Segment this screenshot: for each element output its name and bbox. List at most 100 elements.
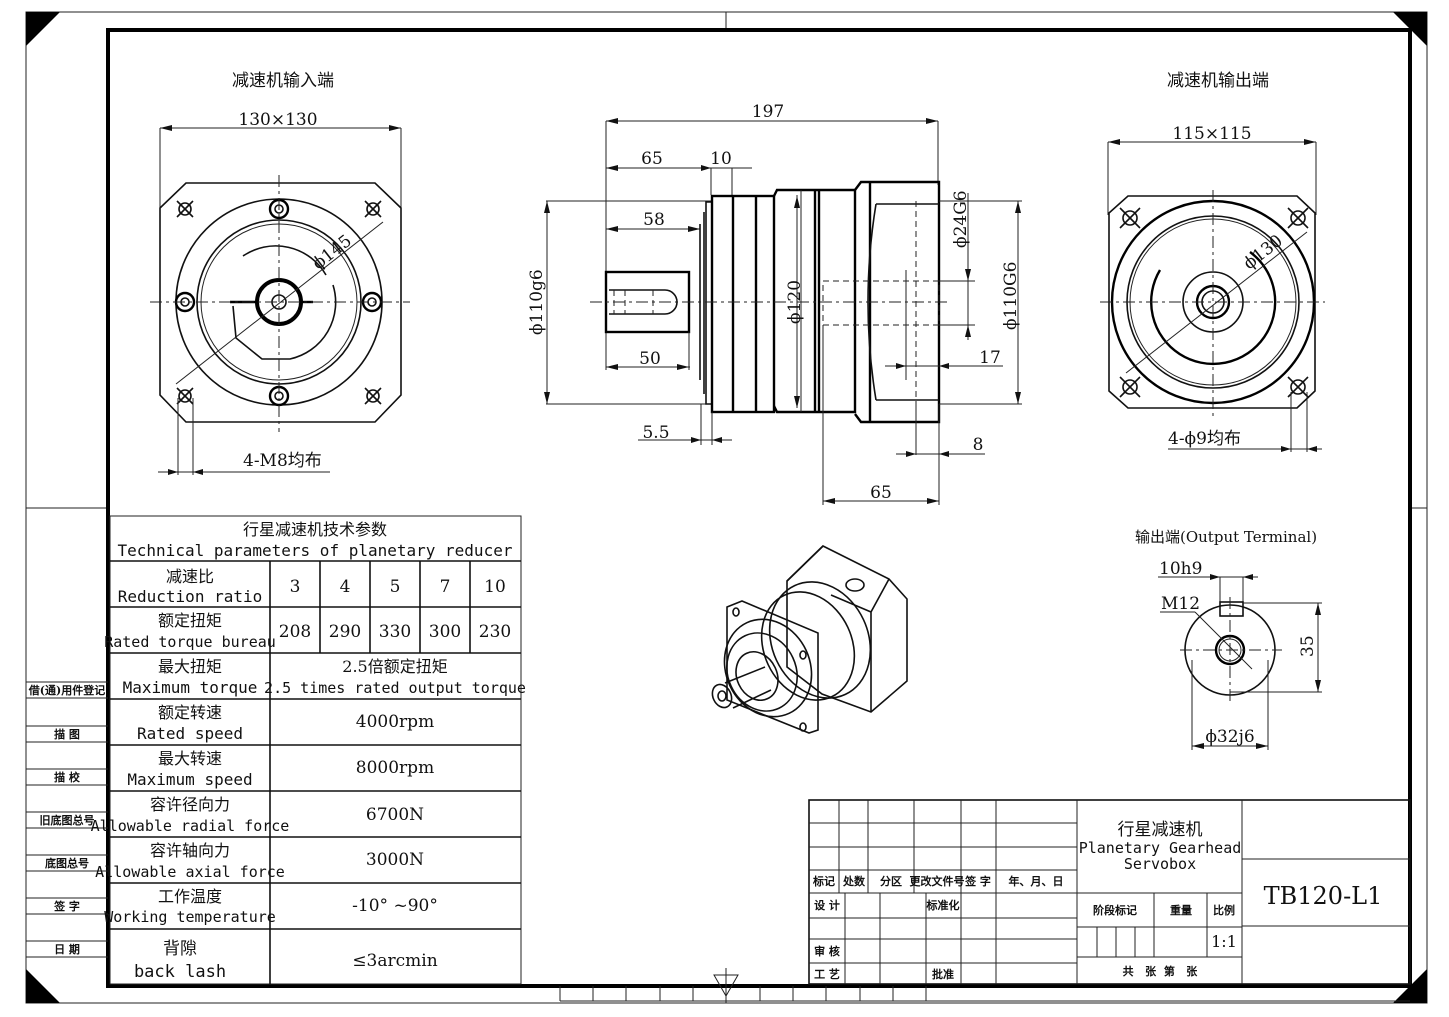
terminal-height: 35 (1298, 635, 1318, 657)
row-label-cn: 容许径向力 (150, 795, 230, 814)
ratio-value: 7 (440, 577, 451, 597)
output-end-view: 减速机输出端 115×115 ϕ130 4-ϕ9均布 (1100, 71, 1325, 452)
header-cell: 签 字 (964, 874, 991, 888)
row-label-cn: 容许轴向力 (150, 841, 230, 860)
dim-overall-length: 197 (752, 102, 784, 122)
review-label: 审 核 (814, 944, 840, 958)
dim-bore: ϕ24G6 (951, 190, 971, 248)
title-block: 标记 处数 分区 更改文件号 签 字 年、月、日 设 计 标准化 审 核 工 艺… (808, 799, 1411, 985)
dim-65-top: 65 (641, 149, 663, 169)
dim-5-5: 5.5 (642, 423, 669, 443)
strip-label: 借(通)用件登记 (28, 683, 105, 697)
row-label-cn: 工作温度 (158, 887, 222, 906)
row-label-en: Maximum speed (127, 770, 252, 789)
scale-value: 1:1 (1211, 932, 1237, 951)
design-label: 设 计 (814, 898, 840, 912)
row-label-en: Allowable axial force (95, 863, 285, 881)
torque-value: 208 (279, 622, 311, 642)
row-value: ≤3arcmin (352, 951, 437, 971)
row-label-en: back lash (134, 962, 226, 982)
row-label-en: Maximum torque (123, 678, 258, 697)
torque-value: 230 (479, 622, 511, 642)
dim-17: 17 (979, 348, 1001, 368)
strip-label: 描 图 (54, 727, 80, 741)
corner-mark-tr (1393, 12, 1427, 46)
input-end-view: 减速机输入端 130×130 ϕ145 (150, 71, 410, 475)
sheet-border (25, 11, 1428, 1004)
side-strip: 借(通)用件登记 描 图 描 校 旧底图总号 底图总号 签 字 日 期 (26, 681, 108, 958)
terminal-thread: M12 (1161, 594, 1200, 614)
row-label-en: Rated torque bureau (104, 633, 276, 651)
row-label-en: Working temperature (104, 908, 276, 926)
header-cell: 年、月、日 (1009, 874, 1064, 888)
corner-mark-tl (26, 12, 60, 46)
header-cell: 标记 (812, 874, 835, 888)
weight-label: 重量 (1170, 903, 1192, 917)
dim-input-pilot: ϕ110g6 (527, 269, 547, 335)
dim-58: 58 (643, 210, 665, 230)
drawing-number: TB120-L1 (1264, 882, 1383, 910)
row-label-en: Reduction ratio (118, 587, 263, 606)
strip-label: 底图总号 (45, 856, 89, 870)
torque-value: 300 (429, 622, 461, 642)
strip-label: 签 字 (53, 899, 80, 913)
row-value: -10° ~90° (352, 896, 438, 916)
dim-8: 8 (973, 435, 984, 455)
row-value: 3000N (366, 850, 424, 870)
process-label: 工 艺 (814, 967, 840, 981)
corner-mark-bl (26, 969, 60, 1003)
ratio-value: 3 (290, 577, 301, 597)
output-end-title: 减速机输出端 (1167, 71, 1269, 91)
row-label-cn: 最大转速 (158, 749, 222, 768)
row-label-cn: 背隙 (163, 939, 197, 959)
torque-value: 330 (379, 622, 411, 642)
input-flange-size: 130×130 (238, 110, 317, 130)
input-end-title: 减速机输入端 (232, 71, 334, 91)
centering-mark (713, 968, 739, 1003)
row-value: 2.5 times rated output torque (264, 679, 526, 697)
row-label-cn: 减速比 (166, 567, 214, 586)
input-holes-label: 4-M8均布 (243, 451, 322, 471)
ratio-value: 10 (484, 577, 506, 597)
corner-mark-br (1393, 969, 1427, 1003)
row-label-cn: 额定转速 (158, 703, 222, 722)
sheets-label: 共 张 第 张 (1123, 964, 1199, 978)
row-value: 8000rpm (356, 758, 434, 778)
terminal-shaft: ϕ32j6 (1205, 727, 1254, 747)
dim-65-bottom: 65 (870, 483, 892, 503)
isometric-view (711, 545, 908, 734)
part-name-en: Planetary Gearhead (1079, 839, 1242, 857)
row-value: 6700N (366, 805, 424, 825)
output-terminal-view: 输出端(Output Terminal) 10h9 M12 35 ϕ32j6 (1135, 528, 1322, 750)
output-flange-outline (1108, 195, 1316, 409)
dim-output-pilot: ϕ110G6 (1001, 262, 1021, 330)
header-cell: 更改文件号 (910, 874, 965, 888)
output-holes-label: 4-ϕ9均布 (1168, 429, 1241, 449)
row-value-cn: 2.5倍额定扭矩 (342, 657, 447, 676)
stage-label: 阶段标记 (1093, 903, 1137, 917)
output-flange-size: 115×115 (1172, 124, 1251, 144)
row-label-cn: 最大扭矩 (158, 657, 222, 676)
scale-label: 比例 (1213, 903, 1235, 917)
row-label-en: Rated speed (137, 724, 243, 743)
drawing-frame (106, 28, 1412, 988)
torque-value: 290 (329, 622, 361, 642)
dim-50: 50 (639, 349, 661, 369)
dim-body-dia: ϕ120 (785, 280, 805, 324)
strip-label: 描 校 (54, 770, 81, 784)
input-flange-outline (159, 182, 402, 423)
spec-table: 行星减速机技术参数 Technical parameters of planet… (91, 515, 526, 985)
part-name-en2: Servobox (1124, 855, 1196, 873)
ratio-value: 5 (390, 577, 401, 597)
input-m8-holes (176, 200, 382, 405)
output-terminal-title: 输出端(Output Terminal) (1135, 528, 1317, 546)
spec-title-en: Technical parameters of planetary reduce… (118, 541, 513, 560)
spec-title-cn: 行星减速机技术参数 (243, 520, 387, 539)
side-view: 197 65 10 58 50 ϕ110g6 ϕ120 (527, 102, 1022, 505)
strip-label: 日 期 (54, 942, 80, 956)
header-cell: 处数 (842, 874, 866, 888)
row-label-cn: 额定扭矩 (158, 611, 222, 630)
row-label-en: Allowable radial force (91, 817, 290, 835)
approve-label: 批准 (932, 967, 954, 981)
part-name-cn: 行星减速机 (1118, 820, 1203, 840)
